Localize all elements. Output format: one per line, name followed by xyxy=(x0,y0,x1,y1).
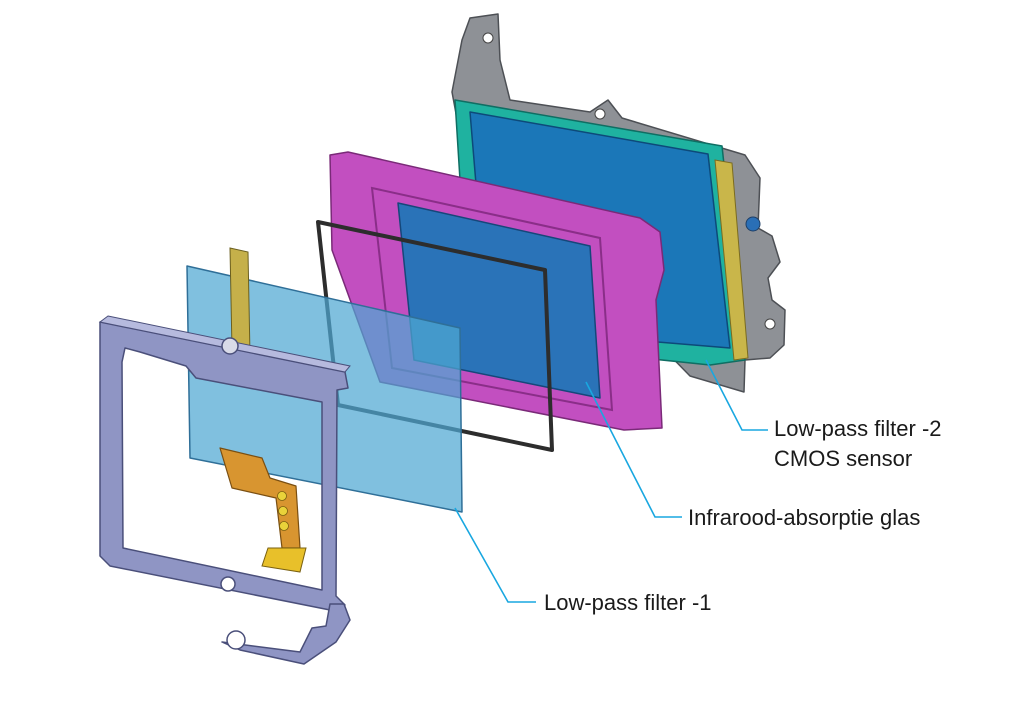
label-lowpass-filter-1: Low-pass filter -1 xyxy=(544,590,712,615)
flex-cable-connector xyxy=(261,547,307,573)
front-frame xyxy=(98,315,351,665)
label-ir-absorption-glass: Infrarood-absorptie glas xyxy=(688,505,921,530)
leader-lines xyxy=(454,359,768,603)
callout-lowpass-2-cmos: Low-pass filter -2 CMOS sensor xyxy=(774,414,942,474)
leader-line-ir-glass xyxy=(585,381,682,518)
callout-ir-glass: Infrarood-absorptie glas xyxy=(688,503,920,533)
front-frame-tab-hole xyxy=(226,630,246,650)
front-frame-outline xyxy=(99,321,349,613)
label-lowpass-filter-2: Low-pass filter -2 xyxy=(774,416,942,441)
flex-contact-2 xyxy=(278,506,288,516)
bracket-hole-top xyxy=(482,32,494,44)
front-frame-tab xyxy=(221,603,351,665)
sensor-screw xyxy=(745,216,761,232)
label-cmos-sensor: CMOS sensor xyxy=(774,446,913,471)
callout-lowpass-1: Low-pass filter -1 xyxy=(544,588,712,618)
leader-line-lowpass-2 xyxy=(705,359,768,431)
flex-contact-1 xyxy=(277,491,287,501)
front-frame-screw xyxy=(221,337,239,355)
flex-contact-3 xyxy=(279,521,289,531)
ir-frame-inner-ridge xyxy=(370,186,614,412)
front-frame-lower-screw xyxy=(220,576,236,592)
bracket-hole-right xyxy=(764,318,776,330)
leader-line-lowpass-1 xyxy=(454,507,536,603)
sensor-pins xyxy=(714,159,749,361)
flex-cable xyxy=(219,247,307,573)
bracket-hole-upper xyxy=(594,108,606,120)
